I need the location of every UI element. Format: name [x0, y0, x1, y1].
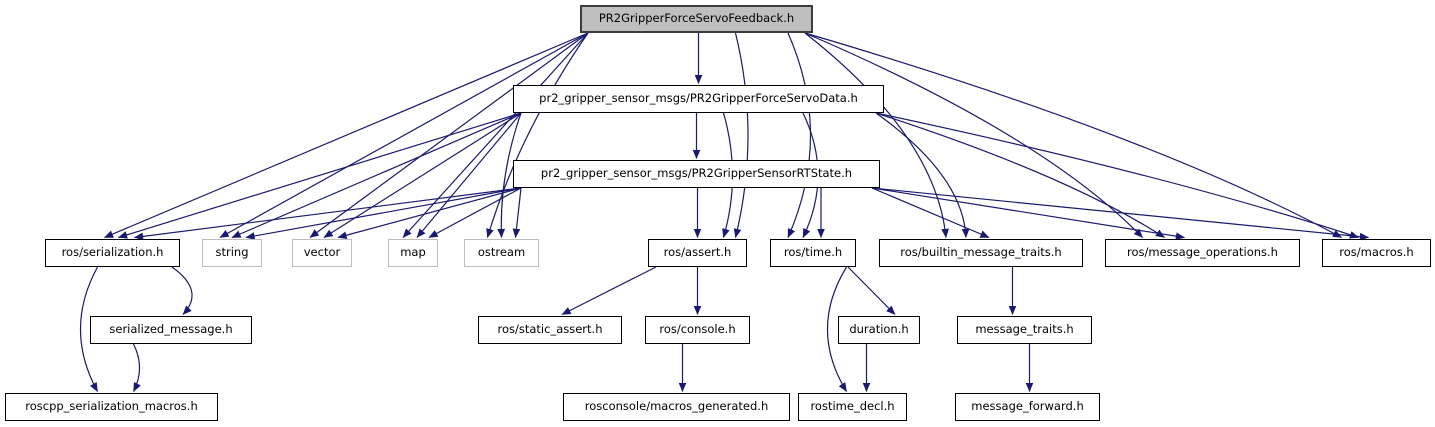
edge-time-to-rostime_decl	[826, 266, 848, 392]
edge-servodata-to-builtin	[875, 112, 970, 239]
node-vector: vector	[292, 239, 352, 267]
edge-rtstate-to-map	[428, 187, 522, 239]
edge-rtstate-to-string	[245, 187, 522, 240]
node-msgops[interactable]: ros/message_operations.h	[1105, 239, 1300, 267]
edge-feedback-to-msgops	[804, 32, 1143, 238]
edge-servodata-to-macros	[875, 112, 1359, 239]
node-assert[interactable]: ros/assert.h	[648, 239, 747, 267]
node-message_traits[interactable]: message_traits.h	[957, 316, 1092, 344]
node-static_assert[interactable]: ros/static_assert.h	[478, 316, 622, 344]
node-rosconsole_macros[interactable]: rosconsole/macros_generated.h	[563, 393, 790, 421]
edge-feedback-to-macros	[804, 32, 1342, 239]
edge-servodata-to-ostream	[497, 112, 522, 239]
node-roscpp_macros[interactable]: roscpp_serialization_macros.h	[5, 393, 218, 421]
edge-feedback-to-assert	[733, 32, 749, 238]
node-rostime_decl[interactable]: rostime_decl.h	[798, 393, 907, 421]
edge-feedback-to-serialization	[104, 32, 589, 239]
edge-serialization-to-roscpp_macros	[79, 266, 99, 392]
edge-rtstate-to-ostream	[512, 187, 522, 239]
node-ostream: ostream	[464, 239, 539, 267]
edge-rtstate-to-builtin	[871, 187, 990, 239]
edge-feedback-to-builtin	[804, 32, 949, 239]
node-builtin[interactable]: ros/builtin_message_traits.h	[879, 239, 1083, 267]
edge-feedback-to-string	[219, 32, 589, 239]
edge-assert-to-static_assert	[561, 266, 657, 316]
edge-servodata-to-string	[231, 112, 522, 239]
edge-rtstate-to-msgops	[871, 187, 1186, 240]
node-string: string	[202, 239, 262, 267]
node-console[interactable]: ros/console.h	[645, 316, 750, 344]
edge-feedback-to-ostream	[486, 32, 589, 238]
node-duration[interactable]: duration.h	[838, 316, 920, 344]
node-serialization[interactable]: ros/serialization.h	[45, 239, 180, 267]
edge-time-to-duration	[847, 266, 896, 315]
edge-rtstate-to-serialization	[133, 187, 522, 241]
edge-servodata-to-vector	[323, 112, 522, 239]
edge-serialized_message-to-roscpp_macros	[132, 343, 141, 392]
node-rtstate[interactable]: pr2_gripper_sensor_msgs/PR2GripperSensor…	[513, 160, 880, 188]
edge-rtstate-to-vector	[337, 187, 522, 239]
edge-feedback-to-time	[787, 32, 812, 238]
node-map: map	[388, 239, 438, 267]
edge-servodata-to-serialization	[118, 112, 522, 239]
node-serialized_message[interactable]: serialized_message.h	[90, 316, 252, 344]
edge-feedback-to-map	[402, 32, 589, 238]
node-servodata[interactable]: pr2_gripper_sensor_msgs/PR2GripperForceS…	[513, 85, 884, 113]
node-macros[interactable]: ros/macros.h	[1322, 239, 1431, 267]
node-message_forward[interactable]: message_forward.h	[955, 393, 1100, 421]
edge-servodata-to-map	[416, 112, 522, 238]
edge-serialization-to-serialized_message	[171, 266, 193, 315]
edge-rtstate-to-macros	[871, 187, 1370, 241]
node-time[interactable]: ros/time.h	[770, 239, 856, 267]
node-feedback: PR2GripperForceServoFeedback.h	[580, 5, 813, 33]
edge-servodata-to-msgops	[875, 112, 1165, 239]
